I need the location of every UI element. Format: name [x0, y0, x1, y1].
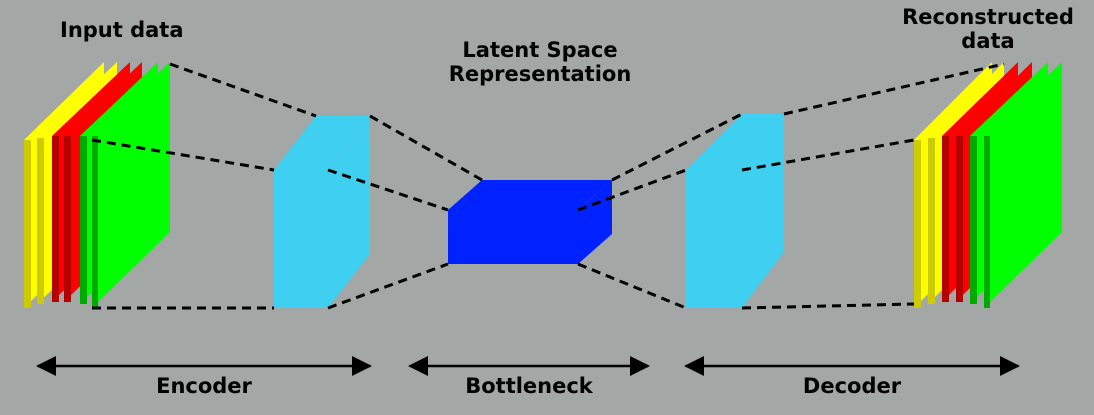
proj-line-input-mid — [91, 138, 275, 172]
reconstructed-data-label: Reconstructed data — [886, 5, 1090, 53]
input-data-label: Input data — [60, 18, 184, 42]
encoder-label: Encoder — [156, 374, 252, 398]
proj-line-bot-top — [611, 112, 743, 182]
proj-line-enc-bottom — [327, 262, 449, 310]
proj-line-enc-top — [369, 114, 483, 182]
encoder-block — [274, 116, 370, 308]
bottleneck-block — [448, 180, 612, 264]
proj-line-bot-mid — [577, 168, 687, 212]
latent-space-label: Latent Space Representation — [430, 38, 650, 86]
latent-space-label-line1: Latent Space — [462, 38, 618, 62]
proj-line-bot-bottom — [577, 262, 687, 310]
reconstructed-data-stack — [914, 62, 1062, 308]
input-slice-green-2 — [92, 62, 170, 308]
bottleneck-label: Bottleneck — [465, 374, 593, 398]
input-data-stack — [24, 62, 170, 308]
proj-line-dec-bottom — [741, 302, 915, 310]
reconstructed-label-line1: Reconstructed — [902, 5, 1074, 29]
decoder-label: Decoder — [802, 374, 902, 398]
latent-space-label-line2: Representation — [448, 62, 632, 86]
proj-line-enc-mid — [327, 168, 449, 212]
reconstructed-label-line2: data — [961, 29, 1015, 53]
output-slice-green-2 — [984, 62, 1062, 308]
proj-line-input-top — [169, 62, 317, 118]
proj-line-dec-top — [783, 62, 1005, 116]
decoder-block — [686, 114, 784, 308]
projection-lines — [91, 62, 1005, 310]
